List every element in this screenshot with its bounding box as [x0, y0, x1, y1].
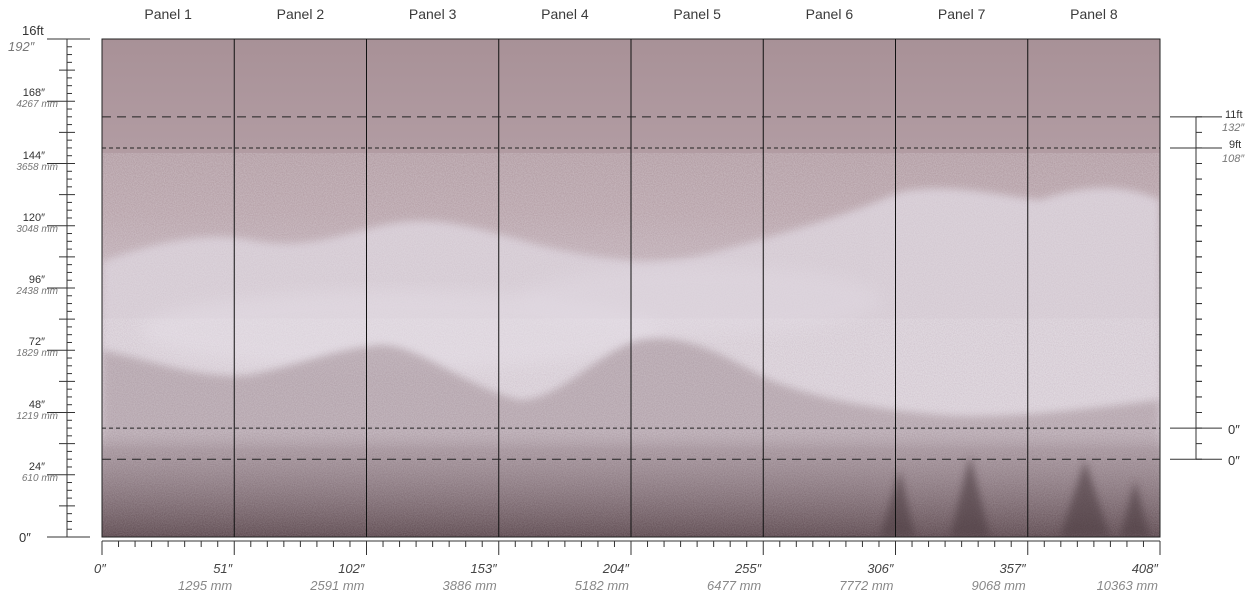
- right-axis-lower-zero-label: 0″: [1228, 422, 1240, 437]
- left-axis-inch-label: 120″: [22, 211, 45, 224]
- left-axis-mm-label: 610 mm: [21, 472, 58, 484]
- panel-label: Panel 6: [805, 6, 854, 22]
- bottom-axis-inch-label: 51″: [213, 561, 233, 576]
- bottom-axis-mm-label: 5182 mm: [574, 578, 629, 593]
- panel-label: Panel 3: [408, 6, 457, 22]
- bottom-axis-mm-label: 6477 mm: [707, 578, 762, 593]
- left-axis-inch-label: 72″: [28, 336, 45, 349]
- left-axis-mm-label: 1219 mm: [16, 410, 58, 422]
- bottom-axis-mm-label: 9068 mm: [971, 578, 1026, 593]
- bottom-axis-mm-label: 7772 mm: [839, 578, 894, 593]
- panel-label: Panel 2: [276, 6, 325, 22]
- left-axis-mm-label: 2438 mm: [16, 286, 58, 297]
- panel-label: Panel 4: [541, 6, 589, 22]
- panel-label: Panel 5: [673, 6, 721, 22]
- left-axis-mm-label: 3048 mm: [16, 223, 58, 235]
- bottom-axis-mm-label: 1295 mm: [178, 578, 233, 593]
- bottom-axis-inch-label: 306″: [867, 561, 894, 576]
- bottom-axis-mm-label: 2591 mm: [310, 578, 365, 593]
- panel-label: Panel 8: [1070, 6, 1118, 22]
- left-axis-inch-label: 96″: [28, 274, 45, 286]
- bottom-axis-inch-label: 408″: [1131, 561, 1158, 576]
- right-axis-lower-inch-label: 108″: [1222, 153, 1245, 165]
- panel-label: Panel 7: [937, 6, 986, 22]
- panel-label: Panel 1: [144, 6, 192, 22]
- left-axis-inch-label: 168″: [22, 87, 45, 100]
- bottom-axis-inch-label: 255″: [734, 561, 762, 576]
- right-axis-upper-zero-label: 0″: [1228, 453, 1240, 468]
- bottom-axis-inch-label: 102″: [338, 561, 365, 576]
- left-axis-zero-label: 0″: [19, 530, 31, 545]
- left-axis-mm-label: 4267 mm: [16, 99, 58, 111]
- right-axis-lower-ft-label: 9ft: [1229, 139, 1242, 151]
- bottom-axis-mm-label: 3886 mm: [442, 578, 497, 593]
- right-axis-upper-ft-label: 11ft: [1225, 109, 1243, 121]
- left-axis-top-ft-label: 16ft: [22, 23, 44, 38]
- bottom-axis-inch-label: 153″: [470, 561, 497, 576]
- left-axis-mm-label: 1829 mm: [16, 348, 58, 360]
- bottom-axis-zero-label: 0″: [94, 561, 106, 576]
- left-axis-inch-label: 48″: [28, 398, 45, 411]
- bottom-axis-inch-label: 357″: [999, 561, 1026, 576]
- right-axis-upper-inch-label: 132″: [1222, 122, 1245, 134]
- left-axis-inch-label: 24″: [28, 460, 45, 473]
- bottom-axis-mm-label: 10363 mm: [1096, 578, 1158, 593]
- left-axis-mm-label: 3658 mm: [16, 161, 58, 173]
- bottom-axis-inch-label: 204″: [602, 561, 629, 576]
- left-axis-inch-label: 144″: [22, 149, 45, 162]
- left-axis-top-inch-label: 192″: [8, 39, 35, 54]
